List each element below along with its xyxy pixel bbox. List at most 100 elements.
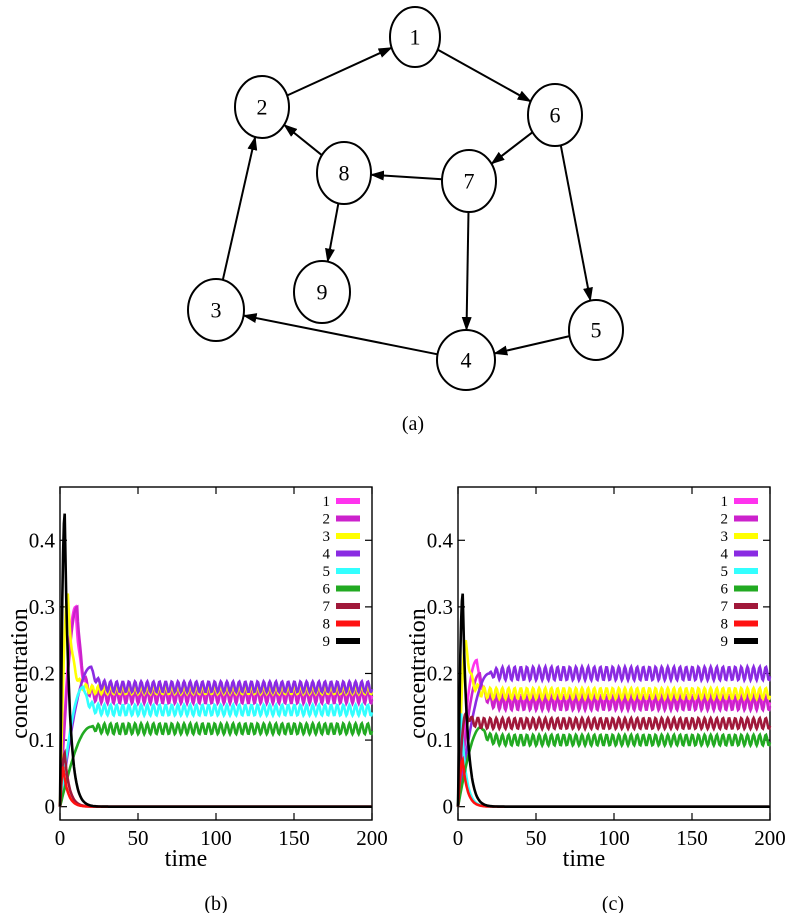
edge-8-to-2 — [283, 124, 323, 156]
series-line-2 — [456, 671, 772, 807]
node-8-circle — [316, 141, 372, 205]
edge-1-to-6 — [437, 48, 532, 103]
node-9-circle — [293, 260, 351, 324]
edge-7-to-4 — [461, 211, 472, 332]
series-line-3 — [456, 639, 772, 807]
node-8: 8 — [316, 141, 372, 205]
node-6-label: 6 — [550, 103, 561, 128]
edge-3-to-2 — [221, 136, 258, 281]
y-tick-label: 0.1 — [427, 728, 453, 752]
series-line-9 — [456, 593, 770, 808]
node-5-circle — [568, 299, 624, 361]
legend-label-8: 8 — [323, 617, 331, 633]
x-tick-label: 0 — [55, 826, 66, 850]
node-7-circle — [441, 149, 497, 213]
x-tick-label: 100 — [598, 826, 630, 850]
node-2-label: 2 — [257, 95, 268, 120]
x-tick-label: 150 — [676, 826, 708, 850]
caption: (b) — [204, 893, 227, 913]
series-line-7 — [456, 711, 772, 807]
x-tick-label: 50 — [526, 826, 547, 850]
x-tick-label: 150 — [278, 826, 310, 850]
node-4-label: 4 — [461, 348, 472, 373]
chart-b: 0 50 100 150 200 0 0.1 0.2 0.3 0.4 time concentrati… — [7, 486, 388, 913]
node-8-label: 8 — [339, 161, 350, 186]
node-2-circle — [234, 75, 290, 139]
node-1-circle — [389, 6, 441, 68]
series-line-2 — [58, 604, 374, 807]
series-line-6 — [456, 725, 772, 807]
legend-label-1: 1 — [323, 494, 331, 510]
legend-label-3: 3 — [721, 529, 729, 545]
series-line-4 — [456, 663, 772, 807]
edge-7-to-8 — [369, 170, 443, 181]
node-9-label: 9 — [317, 280, 328, 305]
x-tick-label: 100 — [200, 826, 232, 850]
x-tick-label: 0 — [453, 826, 464, 850]
node-3: 3 — [187, 278, 245, 342]
legend-label-6: 6 — [721, 582, 729, 598]
y-tick-label: 0 — [443, 795, 454, 819]
legend-label-2: 2 — [721, 512, 729, 528]
x-axis-label: time — [165, 846, 208, 872]
series-line-8 — [58, 766, 372, 808]
legend-label-1: 1 — [721, 494, 729, 510]
edge-4-to-3 — [242, 313, 438, 356]
y-tick-label: 0.4 — [29, 528, 56, 552]
legend-label-6: 6 — [323, 582, 331, 598]
y-tick-label: 0.1 — [29, 728, 55, 752]
series-line-5 — [58, 685, 374, 807]
edge-6-to-7 — [490, 131, 534, 165]
node-2: 2 — [234, 75, 290, 139]
edge-8-to-9 — [325, 203, 340, 263]
legend-label-7: 7 — [323, 599, 331, 615]
edge-5-to-4 — [493, 335, 570, 356]
legend-label-4: 4 — [323, 547, 331, 563]
legend-label-7: 7 — [721, 599, 729, 615]
y-axis-label: concentration — [405, 608, 431, 739]
legend-label-3: 3 — [323, 529, 331, 545]
node-4-circle — [436, 329, 496, 391]
node-1-label: 1 — [410, 25, 421, 50]
series-line-6 — [58, 720, 374, 808]
series-line-9 — [58, 513, 372, 808]
caption-a: (a) — [402, 413, 424, 435]
node-3-label: 3 — [211, 298, 222, 323]
y-tick-label: 0.2 — [29, 661, 55, 685]
node-4: 4 — [436, 329, 496, 391]
legend-label-4: 4 — [721, 547, 729, 563]
edge-6-to-5 — [559, 145, 593, 302]
x-tick-label: 200 — [754, 826, 786, 850]
y-tick-label: 0 — [45, 795, 56, 819]
y-tick-label: 0.3 — [427, 595, 453, 619]
node-1: 1 — [389, 6, 441, 68]
node-6: 6 — [527, 83, 583, 147]
legend-label-8: 8 — [721, 617, 729, 633]
series-line-4 — [58, 665, 374, 807]
series-line-8 — [456, 755, 770, 808]
node-7: 7 — [441, 149, 497, 213]
x-tick-label: 200 — [356, 826, 388, 850]
x-tick-label: 50 — [128, 826, 149, 850]
legend-label-9: 9 — [323, 634, 331, 650]
node-6-circle — [527, 83, 583, 147]
caption: (c) — [602, 893, 624, 913]
node-5-label: 5 — [591, 318, 602, 343]
node-5: 5 — [568, 299, 624, 361]
node-7-label: 7 — [464, 169, 475, 194]
network-diagram: 1 2 3 4 5 6 7 8 9 — [187, 6, 624, 391]
y-tick-label: 0.4 — [427, 528, 454, 552]
series-line-7 — [58, 748, 372, 808]
node-9: 9 — [293, 260, 351, 324]
y-tick-label: 0.3 — [29, 595, 55, 619]
node-3-circle — [187, 278, 245, 342]
y-axis-label: concentration — [7, 608, 33, 739]
edge-2-to-1 — [286, 46, 393, 97]
legend-label-2: 2 — [323, 512, 331, 528]
legend-label-5: 5 — [721, 564, 729, 580]
legend-label-5: 5 — [323, 564, 331, 580]
y-tick-label: 0.2 — [427, 661, 453, 685]
legend-label-9: 9 — [721, 634, 729, 650]
